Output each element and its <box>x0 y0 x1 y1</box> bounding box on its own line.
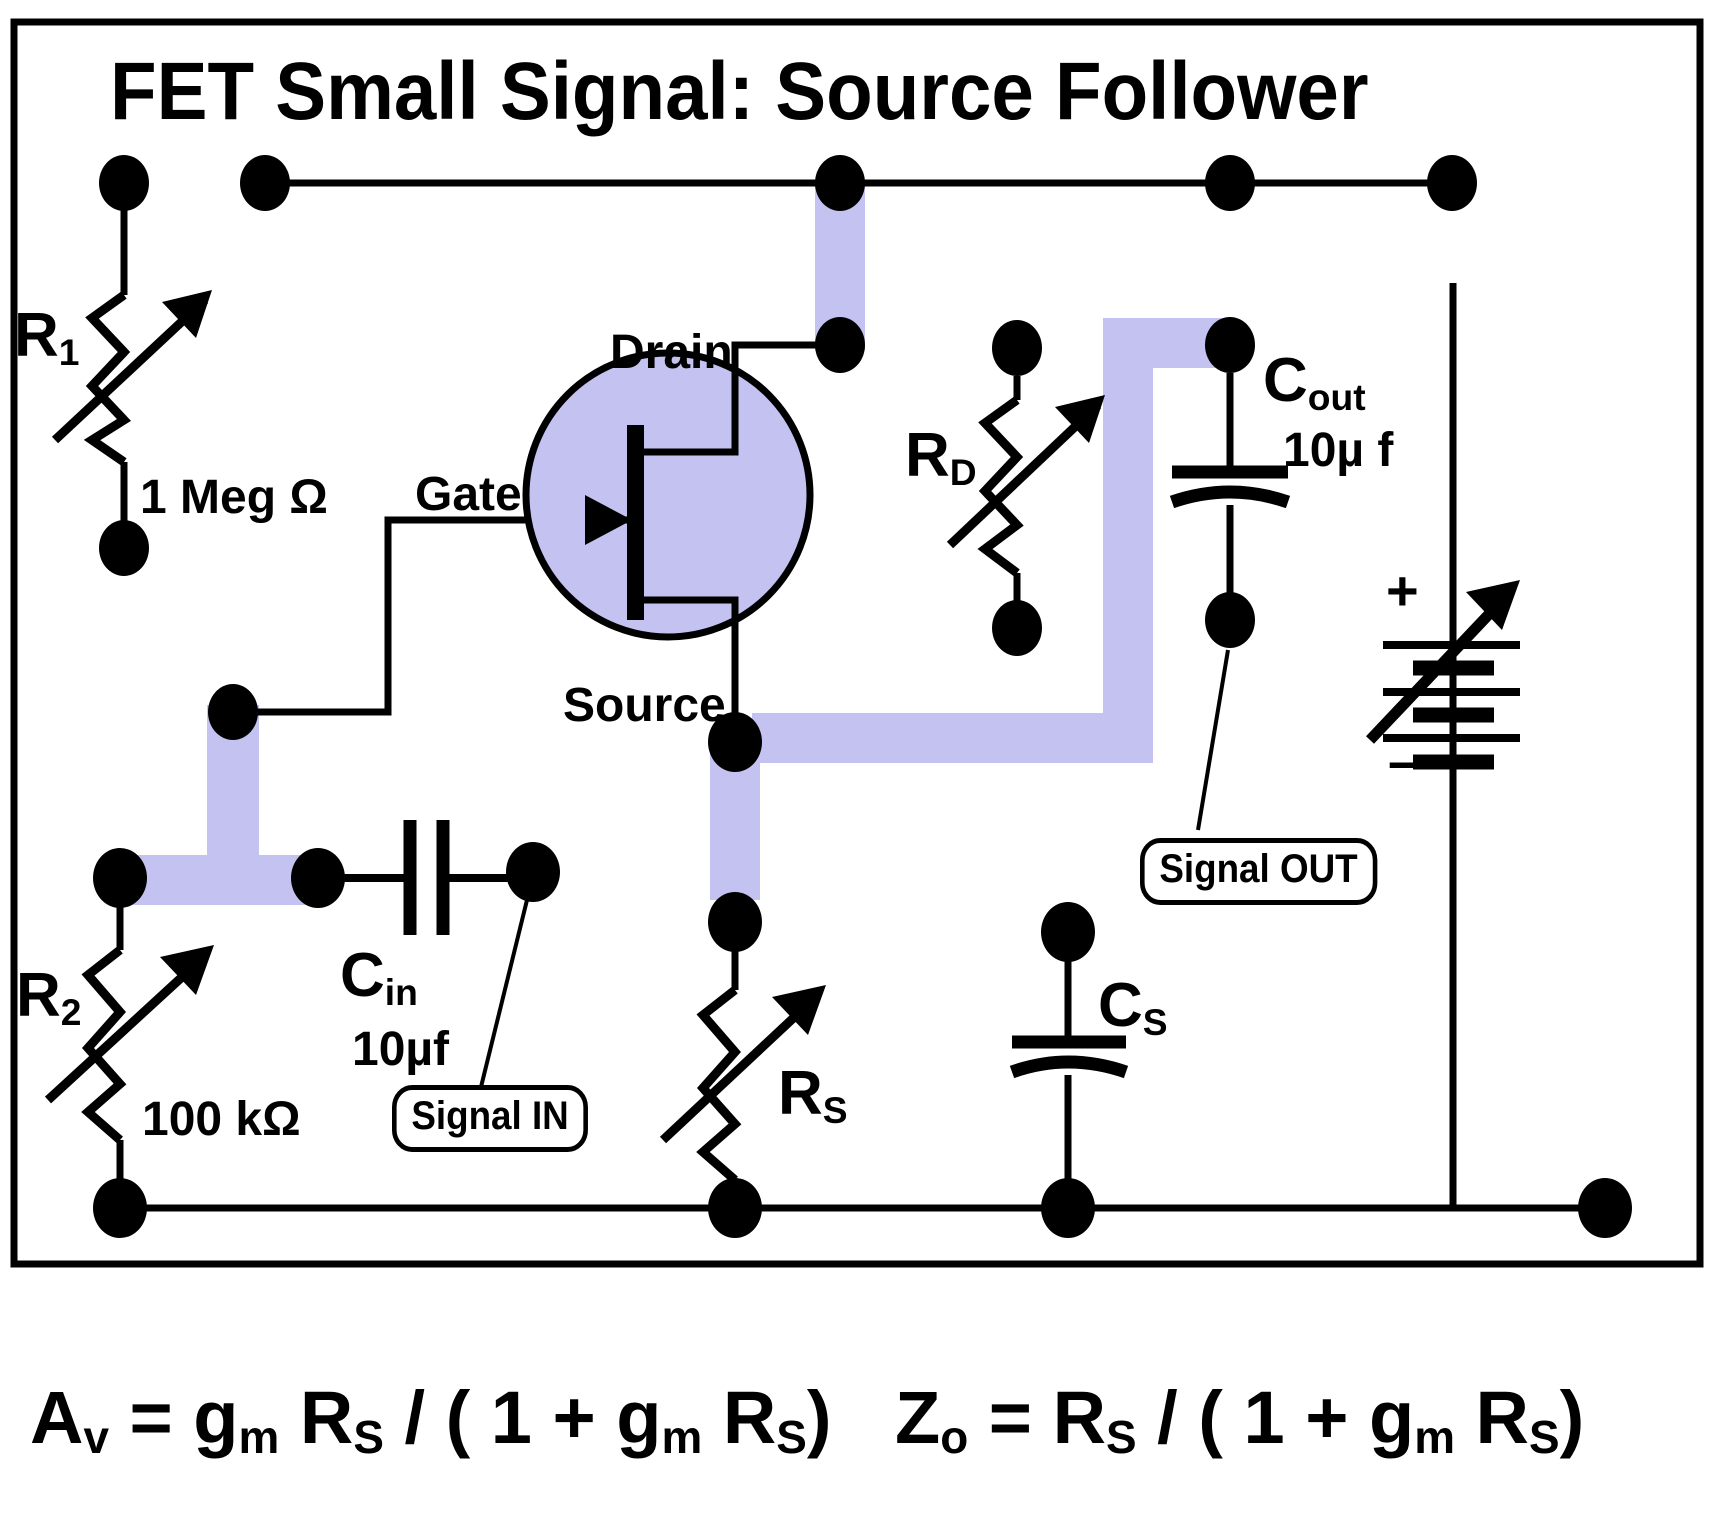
fet-symbol <box>522 341 822 738</box>
fet-gate-arrow <box>585 495 632 545</box>
label-battery-plus: + <box>1386 559 1419 622</box>
node-source <box>708 712 762 772</box>
node-vdd-drain <box>815 155 865 211</box>
label-drain: Drain <box>610 326 733 379</box>
node-cs-top <box>1041 902 1095 962</box>
fet-source-lead <box>644 596 739 738</box>
battery-variable-arrow <box>1466 580 1520 630</box>
leader-signal-out <box>1196 649 1230 831</box>
node-gnd-cs <box>1041 1178 1095 1238</box>
label-rs: RS <box>778 1059 848 1132</box>
label-cs: CS <box>1098 971 1168 1044</box>
node-drain <box>815 317 865 373</box>
capacitor-cout <box>1169 317 1291 648</box>
node-r1-top <box>99 155 149 211</box>
wire-gate <box>233 516 585 716</box>
formula-output-impedance: Zo = RS / ( 1 + gm RS) <box>895 1376 1585 1464</box>
node-gnd-rs <box>708 1178 762 1238</box>
label-r1-value: 1 Meg Ω <box>140 471 328 524</box>
label-r2-value: 100 kΩ <box>142 1093 301 1146</box>
label-rd: RD <box>905 421 977 494</box>
resistor-rd <box>946 320 1105 656</box>
label-cin-value: 10µf <box>352 1023 450 1076</box>
label-gate: Gate <box>415 468 522 521</box>
fet-envelope <box>522 349 814 641</box>
page-title: FET Small Signal: Source Follower <box>110 46 1369 137</box>
capacitor-cs <box>1009 902 1129 1208</box>
cs-plate-bottom <box>1009 1055 1129 1079</box>
leader-signal-in <box>479 899 529 1088</box>
node-rail-right1 <box>1205 155 1255 211</box>
node-r1-bottom <box>99 520 149 576</box>
label-cout-value: 10µ f <box>1283 424 1394 477</box>
resistor-rs <box>659 892 826 1208</box>
node-rd-bottom <box>992 600 1042 656</box>
node-cin-left <box>291 848 345 908</box>
label-source: Source <box>563 679 726 732</box>
resistor-r1 <box>51 290 212 530</box>
label-r1: R1 <box>14 301 80 374</box>
node-cout-top <box>1205 317 1255 373</box>
node-signal-in <box>506 842 560 902</box>
label-r2: R2 <box>16 961 82 1034</box>
node-gate-divider <box>208 684 258 740</box>
node-r2-top <box>93 848 147 908</box>
node-rail-left <box>240 155 290 211</box>
highlight-traces <box>115 180 1233 905</box>
label-battery-minus: – <box>1388 729 1420 792</box>
fet-channel-bar <box>627 425 644 620</box>
battery <box>1366 283 1520 1208</box>
diagram-border <box>10 18 1704 1268</box>
node-rd-top <box>992 320 1042 376</box>
node-rs-top <box>708 892 762 952</box>
junction-nodes-bottom <box>93 1178 1632 1238</box>
cout-plate-bottom <box>1169 485 1291 509</box>
node-cout-bottom <box>1205 592 1255 648</box>
node-rail-right2 <box>1427 155 1477 211</box>
junction-nodes-top <box>99 155 1477 211</box>
label-cin: Cin <box>340 941 418 1014</box>
fet-drain-lead <box>644 341 822 456</box>
resistor-r2 <box>44 848 214 1208</box>
capacitor-cin <box>291 820 560 935</box>
node-gnd-r2 <box>93 1178 147 1238</box>
label-cout: Cout <box>1263 346 1366 419</box>
formula-voltage-gain: Av = gm RS / ( 1 + gm RS) <box>30 1376 832 1464</box>
callout-signal-in[interactable]: Signal IN <box>392 1085 589 1152</box>
callout-signal-out[interactable]: Signal OUT <box>1140 838 1377 905</box>
